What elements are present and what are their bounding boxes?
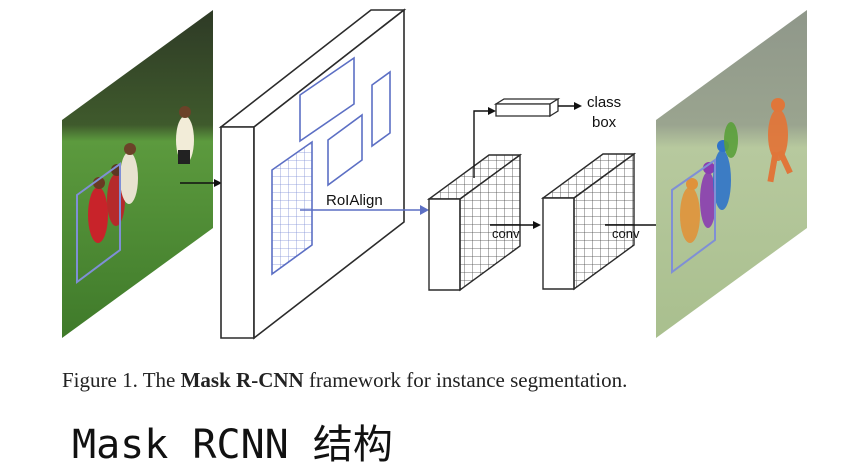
region-proposal-2	[371, 70, 391, 148]
caption-suffix: framework for instance segmentation.	[303, 368, 628, 392]
input-image	[62, 10, 213, 338]
figure-caption: Figure 1. The Mask R-CNN framework for i…	[62, 368, 842, 393]
caption-bold: Mask R-CNN	[180, 368, 304, 392]
fc-head-block	[493, 97, 561, 118]
roi-box-input	[76, 162, 121, 284]
slide-title: Mask RCNN 结构	[72, 422, 393, 468]
instance-masks	[680, 98, 793, 243]
roi-box-output	[671, 158, 716, 274]
region-proposal-1	[299, 56, 355, 143]
roialign-label: RoIAlign	[326, 192, 383, 209]
roi-grid	[271, 140, 313, 276]
region-proposal-3	[327, 113, 363, 187]
mask-rcnn-diagram: RoIAlign class box conv	[62, 8, 807, 340]
backbone-feature-map	[218, 8, 407, 340]
roi-feature-block-1	[426, 153, 523, 292]
box-label: box	[592, 114, 617, 131]
conv-label-1: conv	[492, 226, 520, 241]
conv-label-2: conv	[612, 226, 640, 241]
branch-line	[473, 110, 490, 178]
roi-feature-block-2	[540, 152, 637, 291]
class-label: class	[587, 94, 621, 111]
output-image	[656, 10, 807, 338]
caption-prefix: Figure 1. The	[62, 368, 181, 392]
